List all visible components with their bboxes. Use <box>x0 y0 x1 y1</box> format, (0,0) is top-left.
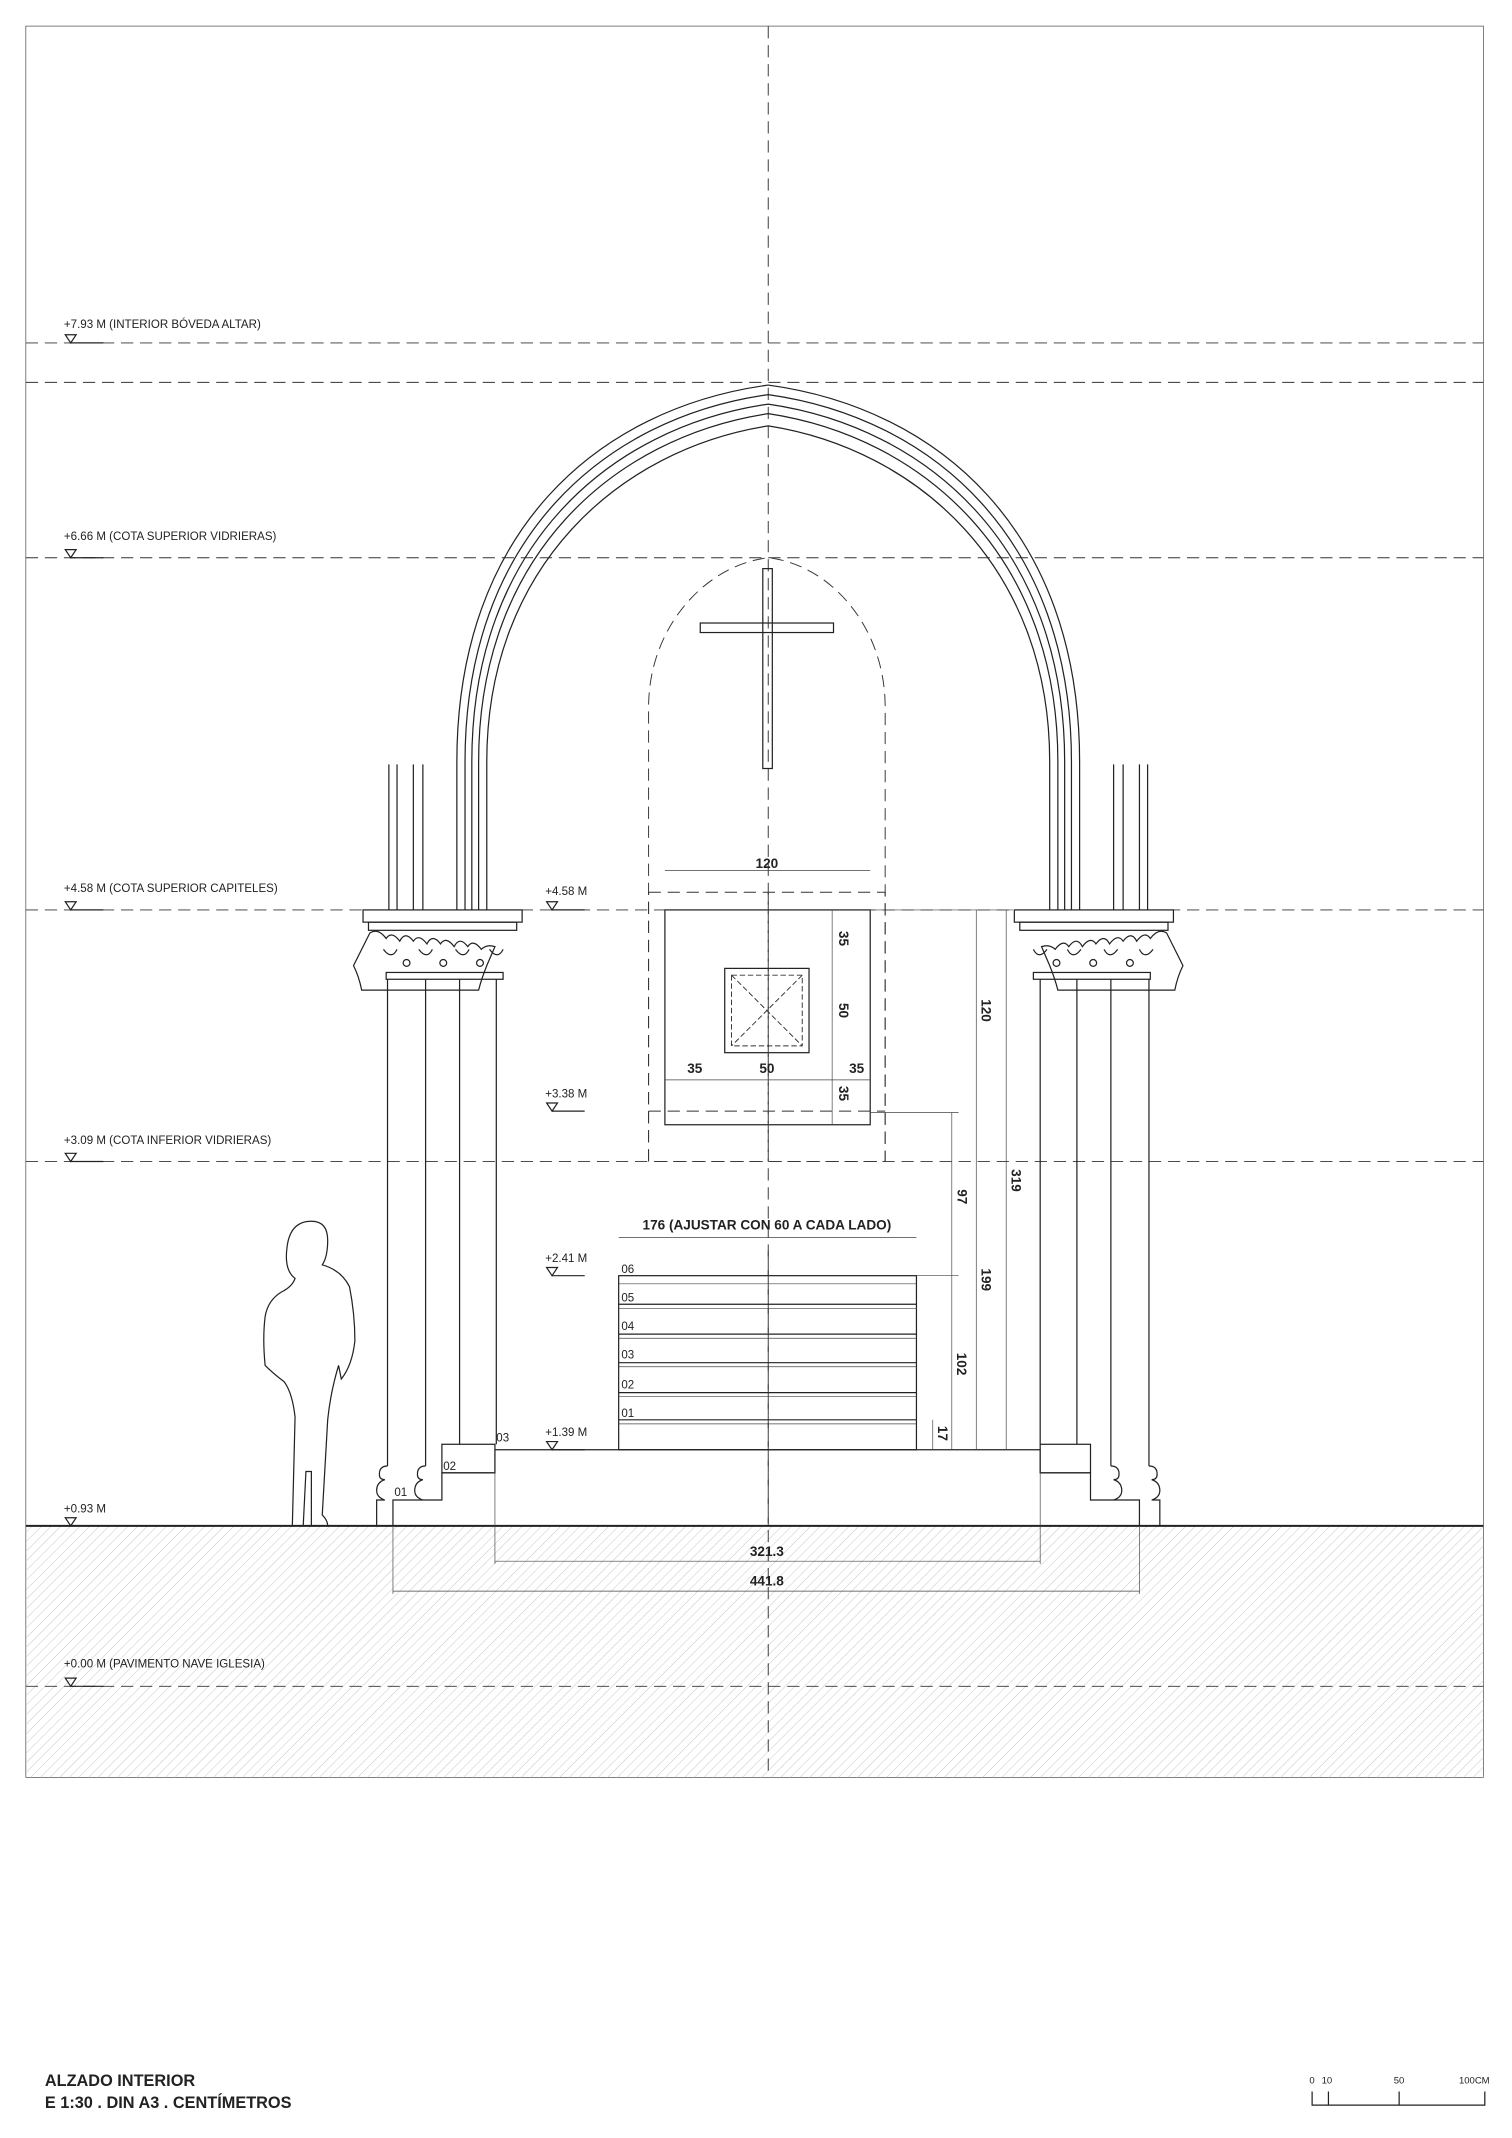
cross-icon <box>699 568 835 770</box>
altar-width-label: 176 (AJUSTAR CON 60 A CADA LADO) <box>643 1217 892 1232</box>
dimension-label: 319 <box>1009 1169 1024 1192</box>
horizontal-dimension-lines <box>392 1449 1140 1594</box>
dimension-label: 50 <box>836 1003 851 1018</box>
dimension-label: 441.8 <box>750 1574 784 1589</box>
dimension-label: 102 <box>954 1353 969 1376</box>
drawing-title: ALZADO INTERIOR <box>45 2072 196 2090</box>
level-marker: +1.39 M <box>545 1427 587 1451</box>
shelf-label: 03 <box>621 1350 634 1362</box>
level-label: +6.66 M (COTA SUPERIOR VIDRIERAS) <box>64 531 277 543</box>
level-lines <box>25 342 1484 1687</box>
scale-label: 50 <box>1394 2075 1405 2086</box>
scale-label: 10 <box>1322 2075 1333 2086</box>
vertical-dimension-lines <box>870 909 1013 1450</box>
shelf-label: 05 <box>621 1293 634 1305</box>
level-label: +0.93 M <box>64 1503 106 1515</box>
left-column-ribs <box>388 764 424 910</box>
level-label: +7.93 M (INTERIOR BÓVEDA ALTAR) <box>64 318 261 331</box>
dimension-label: 35 <box>836 1086 851 1102</box>
dimension-label: 50 <box>759 1061 774 1076</box>
level-label: +2.41 M <box>545 1253 587 1265</box>
scale-bar: 0 10 50 100CM <box>1309 2075 1490 2106</box>
level-marker: +7.93 M (INTERIOR BÓVEDA ALTAR) <box>64 318 261 344</box>
tabernacle-dimensions <box>664 870 871 1125</box>
scale-label: 0 <box>1309 2075 1314 2086</box>
step-label: 02 <box>443 1461 456 1473</box>
level-marker: +2.41 M <box>545 1253 587 1277</box>
shelf-label: 01 <box>621 1408 634 1420</box>
platform-hatch <box>392 1449 1141 1527</box>
person-silhouette <box>263 1220 356 1527</box>
dimension-label: 120 <box>979 999 994 1022</box>
level-label: +3.09 M (COTA INFERIOR VIDRIERAS) <box>64 1135 272 1147</box>
dimension-label: 35 <box>687 1061 703 1076</box>
window-outline <box>648 557 886 1162</box>
dimension-label: 120 <box>756 856 779 871</box>
drawing-frame <box>25 25 1484 1778</box>
dimension-label: 17 <box>935 1426 950 1441</box>
step-label: 03 <box>496 1433 509 1445</box>
step-block <box>1039 1443 1092 1474</box>
level-label: +3.38 M <box>545 1089 587 1101</box>
dimension-label: 35 <box>849 1061 865 1076</box>
level-label: +4.58 M (COTA SUPERIOR CAPITELES) <box>64 883 278 895</box>
ground-hatch <box>25 1525 1484 1778</box>
dimension-label: 199 <box>979 1268 994 1291</box>
level-label: +4.58 M <box>545 886 587 898</box>
capital-ornament <box>352 930 504 991</box>
level-marker: +0.93 M <box>64 1503 106 1527</box>
dimension-label: 97 <box>954 1189 969 1204</box>
level-marker: +3.09 M (COTA INFERIOR VIDRIERAS) <box>64 1135 272 1163</box>
capital-ornament <box>1032 930 1184 991</box>
shelf-label: 06 <box>621 1264 634 1276</box>
shelf-label: 02 <box>621 1380 634 1392</box>
level-marker: +3.38 M <box>545 1089 587 1112</box>
tabernacle <box>648 891 886 1162</box>
dimension-label: 321.3 <box>750 1544 784 1559</box>
right-column <box>1013 909 1184 1526</box>
altar-shelves <box>618 1237 918 1526</box>
left-column <box>352 909 523 1526</box>
level-marker: +4.58 M (COTA SUPERIOR CAPITELES) <box>64 883 278 911</box>
drawing-scale-info: E 1:30 . DIN A3 . CENTÍMETROS <box>45 2093 292 2112</box>
dimension-label: 35 <box>836 931 851 947</box>
shelf-label: 04 <box>621 1321 634 1333</box>
step-label: 01 <box>394 1487 407 1499</box>
pointed-arch <box>456 384 1081 910</box>
scale-label: 100CM <box>1459 2075 1490 2086</box>
level-marker: +4.58 M <box>545 886 587 911</box>
level-marker: +6.66 M (COTA SUPERIOR VIDRIERAS) <box>64 531 277 559</box>
right-column-ribs <box>1112 764 1149 910</box>
level-label: +1.39 M <box>545 1427 587 1439</box>
level-label: +0.00 M (PAVIMENTO NAVE IGLESIA) <box>64 1658 265 1670</box>
level-marker: +0.00 M (PAVIMENTO NAVE IGLESIA) <box>64 1658 265 1687</box>
